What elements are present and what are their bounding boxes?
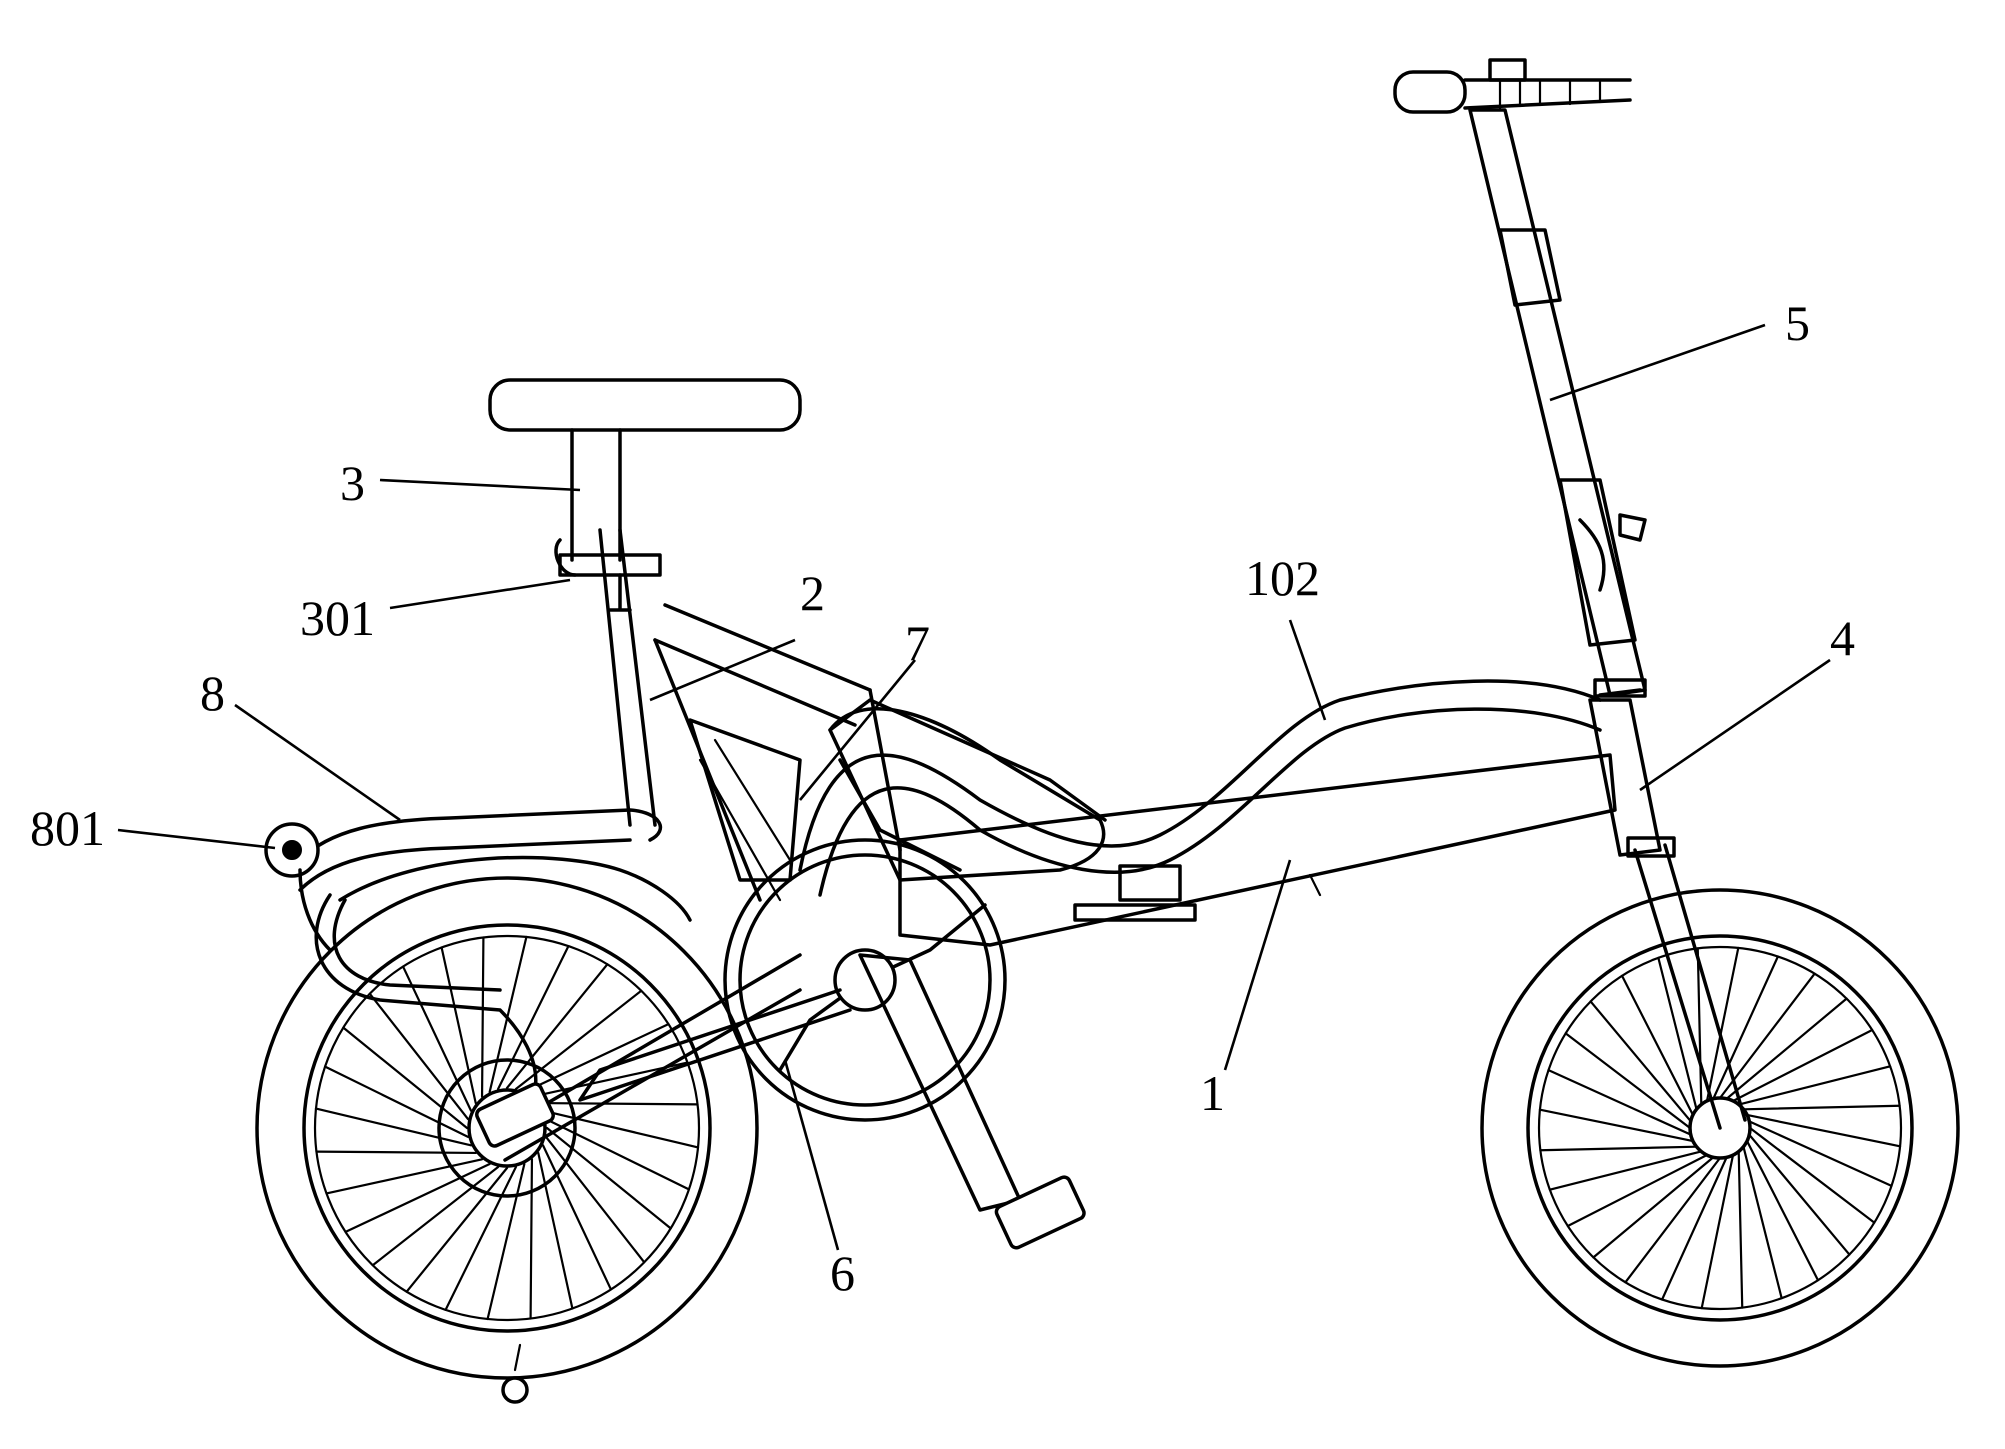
seat-assembly (490, 380, 800, 610)
wheel-spoke (1747, 1141, 1818, 1280)
label-3: 3 (340, 455, 365, 511)
label-7: 7 (905, 615, 930, 671)
handle-rail (800, 681, 1600, 895)
wheel-spoke (325, 1067, 468, 1137)
wheel-spoke (1727, 999, 1847, 1099)
wheel-spoke (1733, 1030, 1872, 1101)
wheel-spoke (538, 1103, 697, 1104)
wheel-spoke (316, 1152, 475, 1153)
wheel-spoke (547, 1128, 671, 1228)
wheel-spoke (407, 1168, 507, 1292)
label-6: 6 (830, 1245, 855, 1301)
rear-frame (505, 530, 900, 1160)
wheel-spoke (1593, 1157, 1713, 1257)
handlebar-stem (1395, 60, 1645, 695)
label-2: 2 (800, 565, 825, 621)
wheel-spoke (1749, 1135, 1849, 1255)
main-frame (900, 755, 1615, 945)
label-8: 8 (200, 665, 225, 721)
wheel-spoke (1568, 1155, 1707, 1226)
wheel-spoke (373, 1167, 498, 1265)
label-102: 102 (1245, 550, 1320, 606)
label-4: 4 (1830, 610, 1855, 666)
wheel-spoke (370, 994, 468, 1119)
wheel-spoke (1622, 976, 1693, 1115)
label-1: 1 (1200, 1065, 1225, 1121)
wheel-spoke (1743, 1106, 1899, 1110)
wheel-spoke (531, 1159, 532, 1318)
label-301: 301 (300, 590, 375, 646)
wheel-spoke (482, 937, 483, 1096)
leader-lines (118, 325, 1830, 1250)
head-tube-fork (1590, 680, 1745, 1128)
wheel-spoke (343, 1028, 467, 1128)
wheel-spoke (507, 964, 607, 1088)
wheel-spoke (546, 1137, 644, 1262)
label-5: 5 (1785, 295, 1810, 351)
wheel-spoke (546, 1119, 689, 1189)
wheel-spoke (1540, 1147, 1696, 1151)
chainring-crank (475, 840, 1086, 1250)
wheel-spoke (1591, 1001, 1691, 1121)
label-801: 801 (30, 800, 105, 856)
wheel-spoke (446, 1167, 516, 1310)
wheel-spoke (1739, 1151, 1743, 1307)
